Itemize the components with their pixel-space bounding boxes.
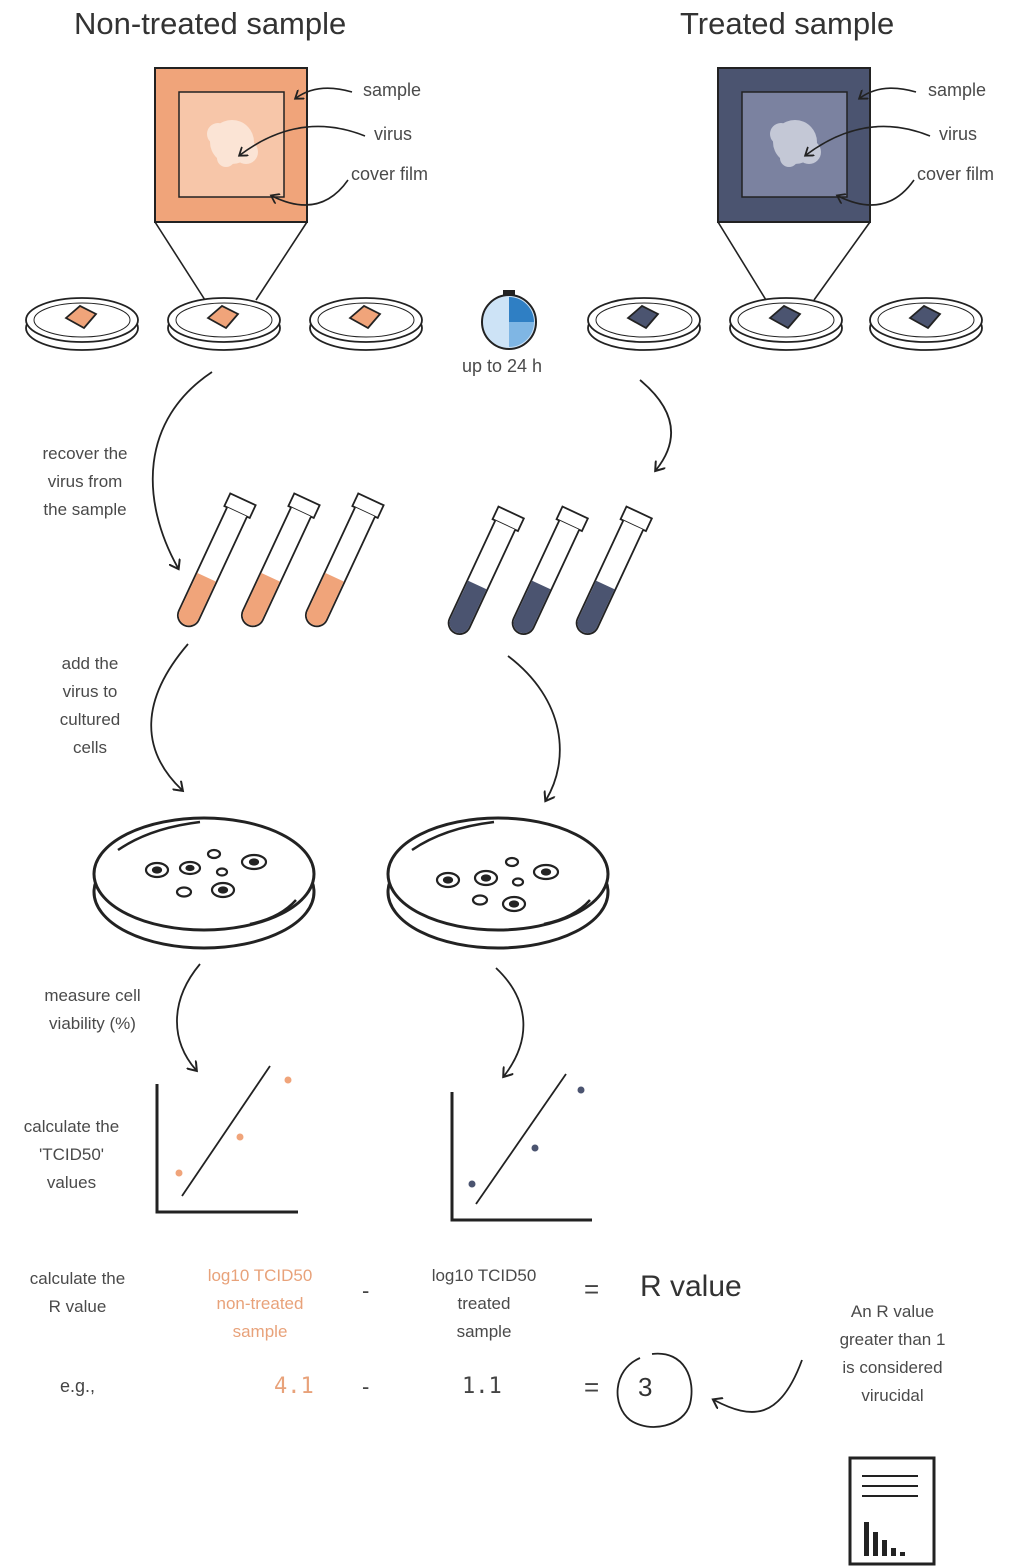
treated-sample-square bbox=[718, 68, 870, 222]
result-circle bbox=[618, 1354, 692, 1427]
tcid50-plot-non-treated bbox=[157, 1066, 298, 1212]
test-tube-icon bbox=[442, 507, 524, 639]
non-treated-sample-square bbox=[155, 68, 307, 222]
stopwatch-icon bbox=[482, 290, 536, 349]
tubes-non-treated bbox=[172, 493, 384, 631]
culture-dish-non-treated bbox=[94, 818, 314, 948]
petri-dish-icon bbox=[588, 298, 700, 350]
petri-dish-icon bbox=[870, 298, 982, 350]
report-document-icon bbox=[850, 1458, 934, 1564]
petri-dish-icon bbox=[26, 298, 138, 350]
culture-dish-treated bbox=[388, 818, 608, 948]
dishes-treated bbox=[588, 298, 982, 350]
petri-dish-icon bbox=[168, 298, 280, 350]
petri-dish-icon bbox=[310, 298, 422, 350]
petri-dish-icon bbox=[730, 298, 842, 350]
dishes-non-treated bbox=[26, 298, 422, 350]
tcid50-plot-treated bbox=[452, 1074, 592, 1220]
tubes-treated bbox=[442, 507, 652, 639]
